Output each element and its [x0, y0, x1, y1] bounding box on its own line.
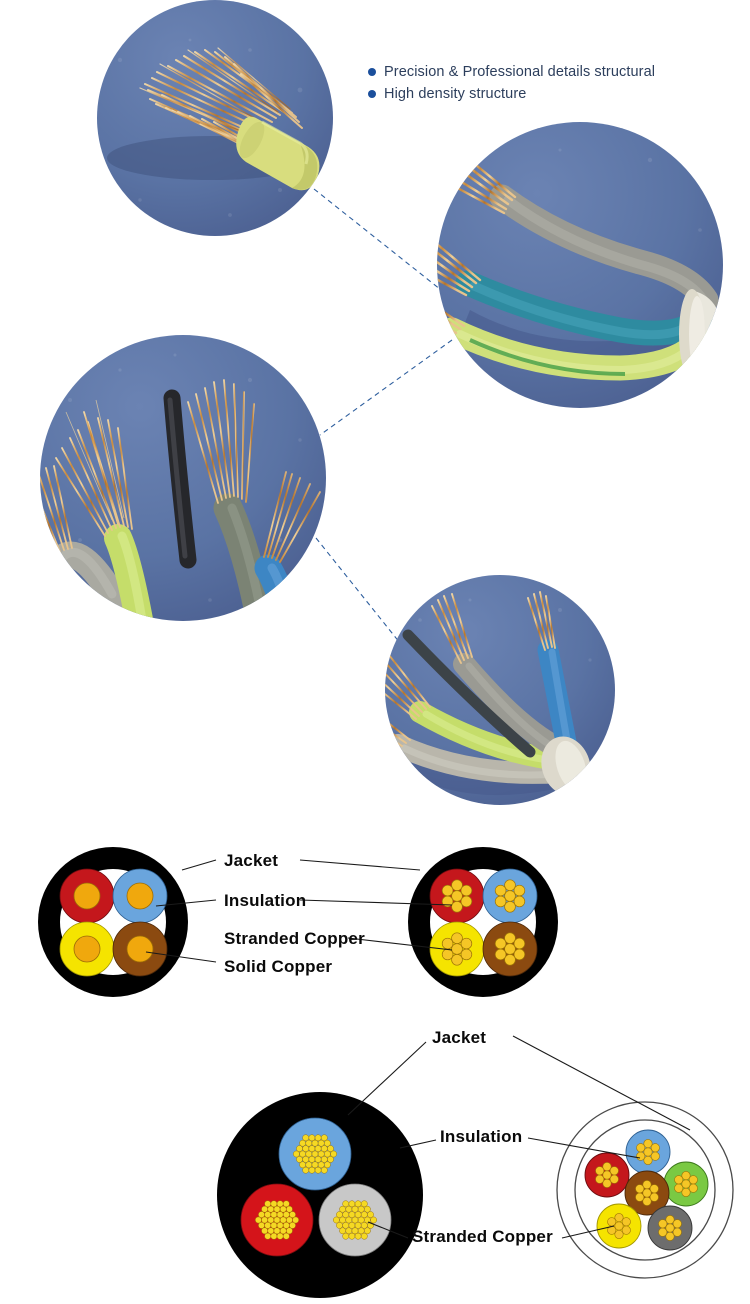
wire-blue-4 — [527, 591, 577, 753]
bullet-dot-icon — [368, 90, 376, 99]
core-blue-solid — [112, 868, 168, 924]
leader-lines-lower — [347, 1035, 691, 1239]
connector-lines — [313, 188, 461, 644]
wire-grey — [448, 159, 719, 313]
feature-bullet-item: High density structure — [368, 85, 738, 103]
core-red-dense — [240, 1183, 314, 1257]
core-red-6 — [584, 1152, 630, 1198]
wire-yellow-green-left — [55, 399, 154, 621]
label-solid-copper-upper: Solid Copper — [224, 957, 333, 976]
cable-3core-dense-stranded — [217, 1092, 423, 1298]
core-brown-solid — [112, 921, 168, 977]
core-green-6 — [663, 1161, 709, 1207]
feature-bullet-text: Precision & Professional details structu… — [384, 64, 656, 80]
connector-3 — [315, 537, 401, 644]
core-grey-6 — [647, 1205, 693, 1251]
wire-black-solid-4 — [402, 629, 536, 758]
connector-2 — [319, 339, 453, 436]
label-stranded-copper-upper: Stranded Copper — [224, 929, 365, 948]
photo-stranded-copper-yellow-tip — [97, 0, 333, 236]
core-red-solid — [59, 868, 115, 924]
label-insulation-lower: Insulation — [440, 1127, 523, 1146]
feature-bullet-text: High density structure — [384, 86, 527, 103]
label-insulation-upper: Insulation — [224, 891, 307, 910]
core-blue-dense — [278, 1117, 352, 1191]
feature-bullet-list: Precision & Professional details structu… — [368, 63, 738, 107]
label-stranded-copper-lower: Stranded Copper — [412, 1227, 553, 1246]
wire-black-solid — [163, 389, 197, 569]
photo-four-core-cable-fanned — [385, 575, 615, 805]
core-brown-6 — [624, 1170, 670, 1216]
core-brown-stranded — [482, 921, 538, 977]
core-grey-dense — [318, 1183, 392, 1257]
connector-1 — [313, 188, 461, 306]
core-yellow-solid — [59, 921, 115, 977]
core-blue-6 — [625, 1129, 671, 1175]
core-yellow-6 — [596, 1203, 642, 1249]
photo-multi-core-flexible-wires — [40, 335, 326, 621]
label-jacket-lower: Jacket — [432, 1028, 487, 1047]
bullet-dot-icon — [368, 68, 376, 76]
core-yellow-stranded — [429, 921, 485, 977]
core-blue-stranded — [482, 868, 538, 924]
wire-yellow-green — [437, 288, 713, 381]
cable-4core-solid — [38, 847, 188, 997]
label-jacket-upper: Jacket — [224, 851, 279, 870]
core-red-stranded — [429, 868, 485, 924]
insulation-sleeve-yellow — [236, 116, 320, 191]
cable-4core-stranded — [408, 847, 558, 997]
leader-lines-upper — [145, 859, 453, 963]
feature-bullet-item: Precision & Professional details structu… — [368, 63, 738, 81]
photo-three-core-cable-stripped — [437, 122, 723, 408]
cable-6core-outline — [556, 1101, 734, 1279]
